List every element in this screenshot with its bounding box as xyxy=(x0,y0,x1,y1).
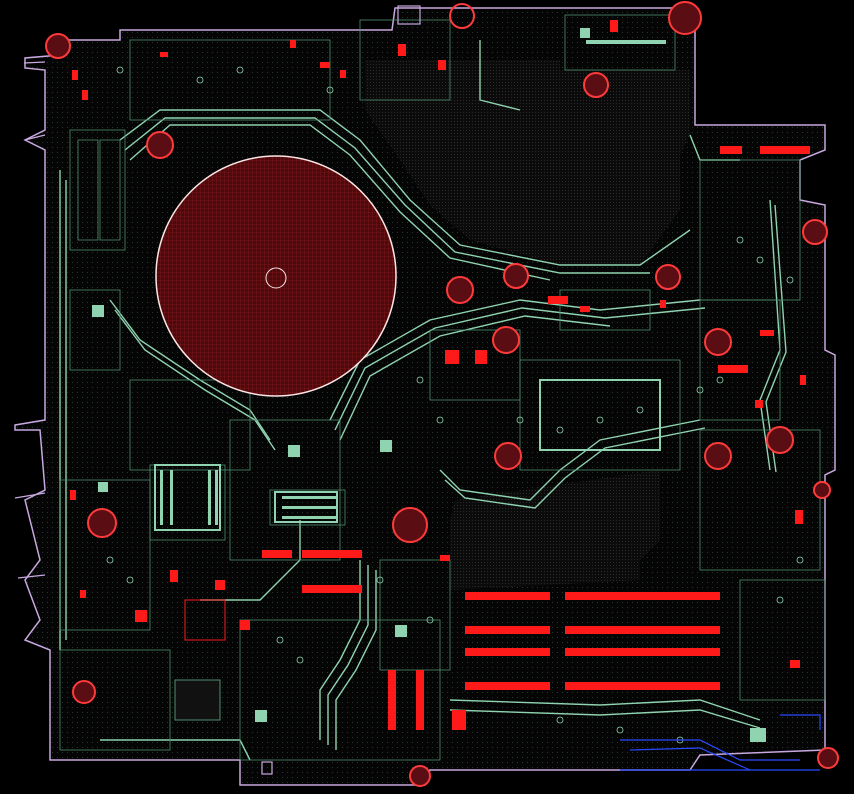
green-pads xyxy=(92,28,766,742)
copper-pour-regions xyxy=(174,60,690,721)
vias xyxy=(106,66,804,744)
smd-pads xyxy=(70,20,806,668)
edge-connectors xyxy=(14,5,421,775)
mounting-holes xyxy=(45,1,839,787)
blue-traces xyxy=(620,714,821,771)
memory-pad-rows xyxy=(262,146,810,730)
heatsink-pad xyxy=(155,155,397,397)
